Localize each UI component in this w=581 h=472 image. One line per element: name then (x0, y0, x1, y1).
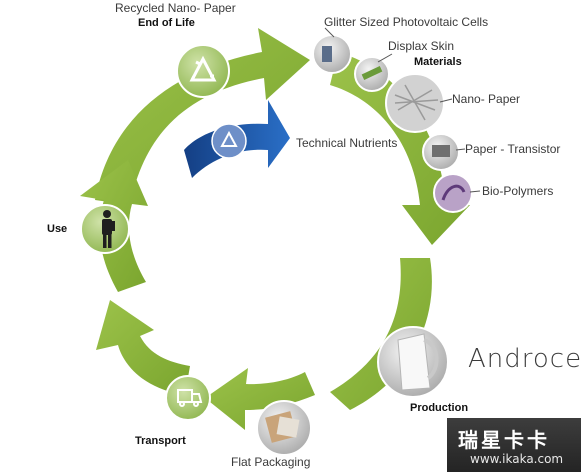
package-icon (265, 411, 300, 443)
watermark-title: 瑞星卡卡 (458, 428, 550, 452)
end-of-life-title: End of Life (138, 17, 195, 29)
material-label-nano-paper: Nano- Paper (452, 92, 521, 106)
leader-lines (324, 27, 481, 193)
watermark-box (447, 418, 581, 472)
material-thumbnails (312, 34, 473, 213)
material-label-paper-transistor: Paper - Transistor (465, 142, 561, 156)
arrow-production-to-transport (205, 368, 315, 430)
kettle-icon (397, 333, 439, 391)
truck-icon (177, 389, 203, 407)
transport-circle (165, 375, 211, 421)
arrow-transport-to-use (96, 300, 190, 395)
production-label: Production (410, 402, 469, 414)
bio-polymers-thumb (433, 173, 473, 213)
material-label-photovoltaic: Glitter Sized Photovoltaic Cells (324, 15, 489, 29)
recycled-nano-paper-caption: Recycled Nano- Paper (115, 1, 236, 15)
flat-packaging-label: Flat Packaging (231, 455, 311, 469)
recycle-icon (220, 130, 238, 147)
technical-nutrients-label: Technical Nutrients (296, 136, 398, 150)
material-label-displax: Displax Skin (388, 39, 455, 53)
person-icon (102, 210, 115, 248)
end-of-life-circle (176, 44, 230, 98)
androcell-brand: Androcell (468, 344, 581, 374)
arrow-end-of-life-to-materials (95, 28, 310, 205)
watermark-url: www.ikaka.com (470, 452, 564, 466)
material-label-bio-polymers: Bio-Polymers (482, 184, 554, 198)
technical-nutrients-recycle-circle (211, 123, 247, 159)
use-label: Use (47, 223, 68, 235)
arrow-production-curve (330, 258, 432, 410)
recycle-icon (189, 55, 217, 82)
transport-label: Transport (135, 435, 186, 447)
materials-title: Materials (414, 56, 462, 68)
